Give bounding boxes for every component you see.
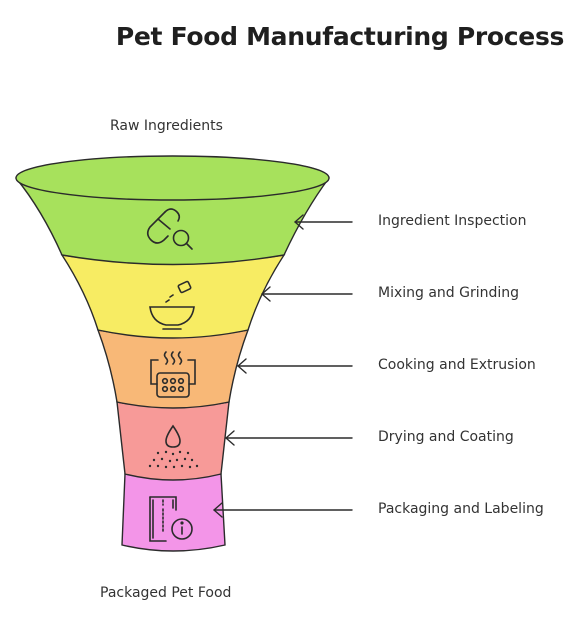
page-title: Pet Food Manufacturing Process xyxy=(115,22,565,51)
stage-arrows xyxy=(213,214,353,518)
stage-label-mixing: Mixing and Grinding xyxy=(378,285,520,301)
funnel-stage-packaging xyxy=(121,473,226,552)
output-label: Packaged Pet Food xyxy=(100,585,232,601)
arrow-packaging xyxy=(213,502,353,518)
stage-label-cooking: Cooking and Extrusion xyxy=(378,357,536,373)
oven-icon xyxy=(150,351,196,398)
bowl-icon xyxy=(149,280,195,330)
arrow-mixing xyxy=(261,286,353,302)
stage-label-inspection: Ingredient Inspection xyxy=(378,213,527,229)
stage-label-packaging: Packaging and Labeling xyxy=(378,501,544,517)
funnel-rim xyxy=(15,155,330,201)
funnel-stage-drying xyxy=(116,401,230,481)
input-label: Raw Ingredients xyxy=(110,118,223,134)
arrow-inspection xyxy=(294,214,353,230)
droplet-spray-icon xyxy=(148,424,199,469)
pill-magnifier-icon xyxy=(146,208,193,250)
arrow-cooking xyxy=(237,358,353,374)
arrow-drying xyxy=(225,430,353,446)
package-info-icon xyxy=(149,496,193,542)
stage-label-drying: Drying and Coating xyxy=(378,429,514,445)
